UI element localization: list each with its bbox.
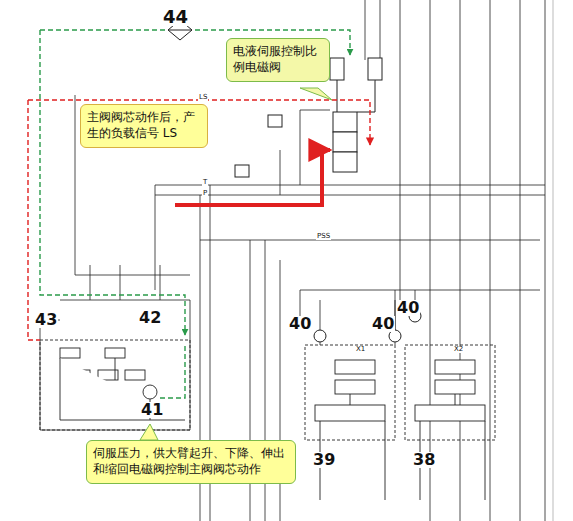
callout-number: 41 [140,402,164,418]
callout-box: 电液伺服控制比例电磁阀 [226,38,330,82]
callout-number: 40 [396,300,420,316]
port-name: PSS [316,233,331,240]
callout-number: 44 [162,8,189,26]
callout-box: 伺服压力，供大臂起升、下降、伸出和缩回电磁阀控制主阀阀芯动作 [86,440,296,484]
callout-text: 电液伺服控制比例电磁阀 [233,43,323,75]
callout-number: 39 [312,452,336,468]
port-name: X2 [453,346,464,353]
port-name: X1 [355,346,366,353]
callout-number: 38 [412,452,436,468]
callout-number: 40 [288,316,312,332]
port-name: LS [198,94,208,101]
callout-number: 43 [34,312,58,328]
callout-text: 伺服压力，供大臂起升、下降、伸出和缩回电磁阀控制主阀阀芯动作 [93,445,289,477]
callout-number: 40 [371,316,395,332]
callout-text: 主阀阀芯动作后，产生的负载信号 LS [87,109,201,141]
port-name: P [202,190,208,197]
callout-box: 主阀阀芯动作后，产生的负载信号 LS [80,104,208,148]
callout-number: 42 [138,310,162,326]
port-name: T [202,179,208,186]
